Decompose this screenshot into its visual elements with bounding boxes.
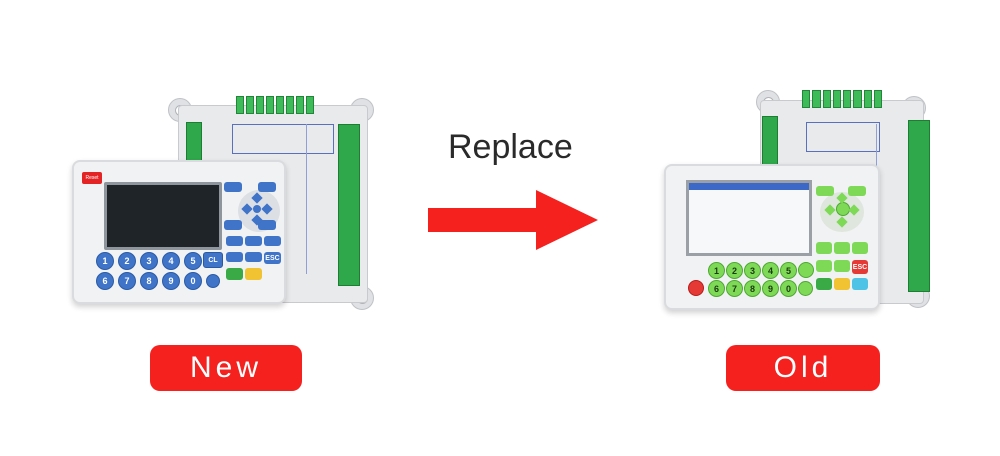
key-9[interactable]: 9: [162, 272, 180, 290]
old-handset-screen: [686, 180, 812, 256]
power-button[interactable]: [258, 182, 276, 192]
key-4[interactable]: 4: [762, 262, 779, 279]
old-label: Old: [726, 345, 880, 391]
key-1[interactable]: 1: [96, 252, 114, 270]
origin-button[interactable]: [834, 242, 850, 254]
key-1[interactable]: 1: [708, 262, 725, 279]
z-u-button[interactable]: [258, 220, 276, 230]
pcb-label-box: [232, 124, 334, 154]
key-cl[interactable]: [798, 262, 814, 278]
top-terminal-block: [802, 90, 882, 108]
origin-button[interactable]: [245, 236, 262, 246]
replace-heading: Replace: [448, 128, 573, 166]
pulse-button[interactable]: [226, 236, 243, 246]
key-3[interactable]: 3: [140, 252, 158, 270]
pause-button[interactable]: [245, 268, 262, 280]
key-2[interactable]: 2: [726, 262, 743, 279]
pcb-label-box: [806, 122, 880, 152]
power-button[interactable]: [848, 186, 866, 196]
hi-rate-button[interactable]: [245, 252, 262, 262]
frame-button[interactable]: [816, 260, 832, 272]
new-label: New: [150, 345, 302, 391]
key-5[interactable]: 5: [780, 262, 797, 279]
key-0[interactable]: 0: [780, 280, 797, 297]
enter-button[interactable]: [253, 205, 261, 213]
new-handset-screen: [104, 182, 222, 250]
speed-button[interactable]: [816, 186, 834, 196]
start-button[interactable]: [816, 278, 832, 290]
frame-button[interactable]: [264, 236, 281, 246]
key-8[interactable]: 8: [744, 280, 761, 297]
reset-button[interactable]: Reset: [82, 172, 102, 184]
pause-button[interactable]: [834, 278, 850, 290]
file-button[interactable]: [834, 260, 850, 272]
reset-button[interactable]: [688, 280, 704, 296]
key-9[interactable]: 9: [762, 280, 779, 297]
arrow-right-icon: [428, 190, 598, 250]
key-7[interactable]: 7: [726, 280, 743, 297]
key-dot[interactable]: [206, 274, 220, 288]
key-3[interactable]: 3: [744, 262, 761, 279]
datum-button[interactable]: [852, 242, 868, 254]
screen-title-bar: [689, 183, 809, 190]
key-4[interactable]: 4: [162, 252, 180, 270]
right-terminal-block: [338, 124, 360, 286]
key-5[interactable]: 5: [184, 252, 202, 270]
pcb-label-column: [306, 124, 335, 274]
key-dot[interactable]: [798, 281, 813, 296]
file-button[interactable]: [224, 220, 242, 230]
key-8[interactable]: 8: [140, 272, 158, 290]
pcb-label-column: [876, 124, 905, 274]
pulse-button[interactable]: [816, 242, 832, 254]
esc-button[interactable]: ESC: [852, 260, 868, 274]
key-6[interactable]: 6: [708, 280, 725, 297]
speed-button[interactable]: [224, 182, 242, 192]
key-2[interactable]: 2: [118, 252, 136, 270]
key-6[interactable]: 6: [96, 272, 114, 290]
esc-button[interactable]: ESC: [264, 252, 281, 264]
start-button[interactable]: [226, 268, 243, 280]
right-terminal-block: [908, 120, 930, 292]
cl-button[interactable]: CL: [203, 252, 223, 268]
key-7[interactable]: 7: [118, 272, 136, 290]
top-terminal-block: [236, 96, 314, 114]
stop-button[interactable]: [852, 278, 868, 290]
key-0[interactable]: 0: [184, 272, 202, 290]
auto-button[interactable]: [226, 252, 243, 262]
left-terminal-block: [762, 116, 778, 168]
